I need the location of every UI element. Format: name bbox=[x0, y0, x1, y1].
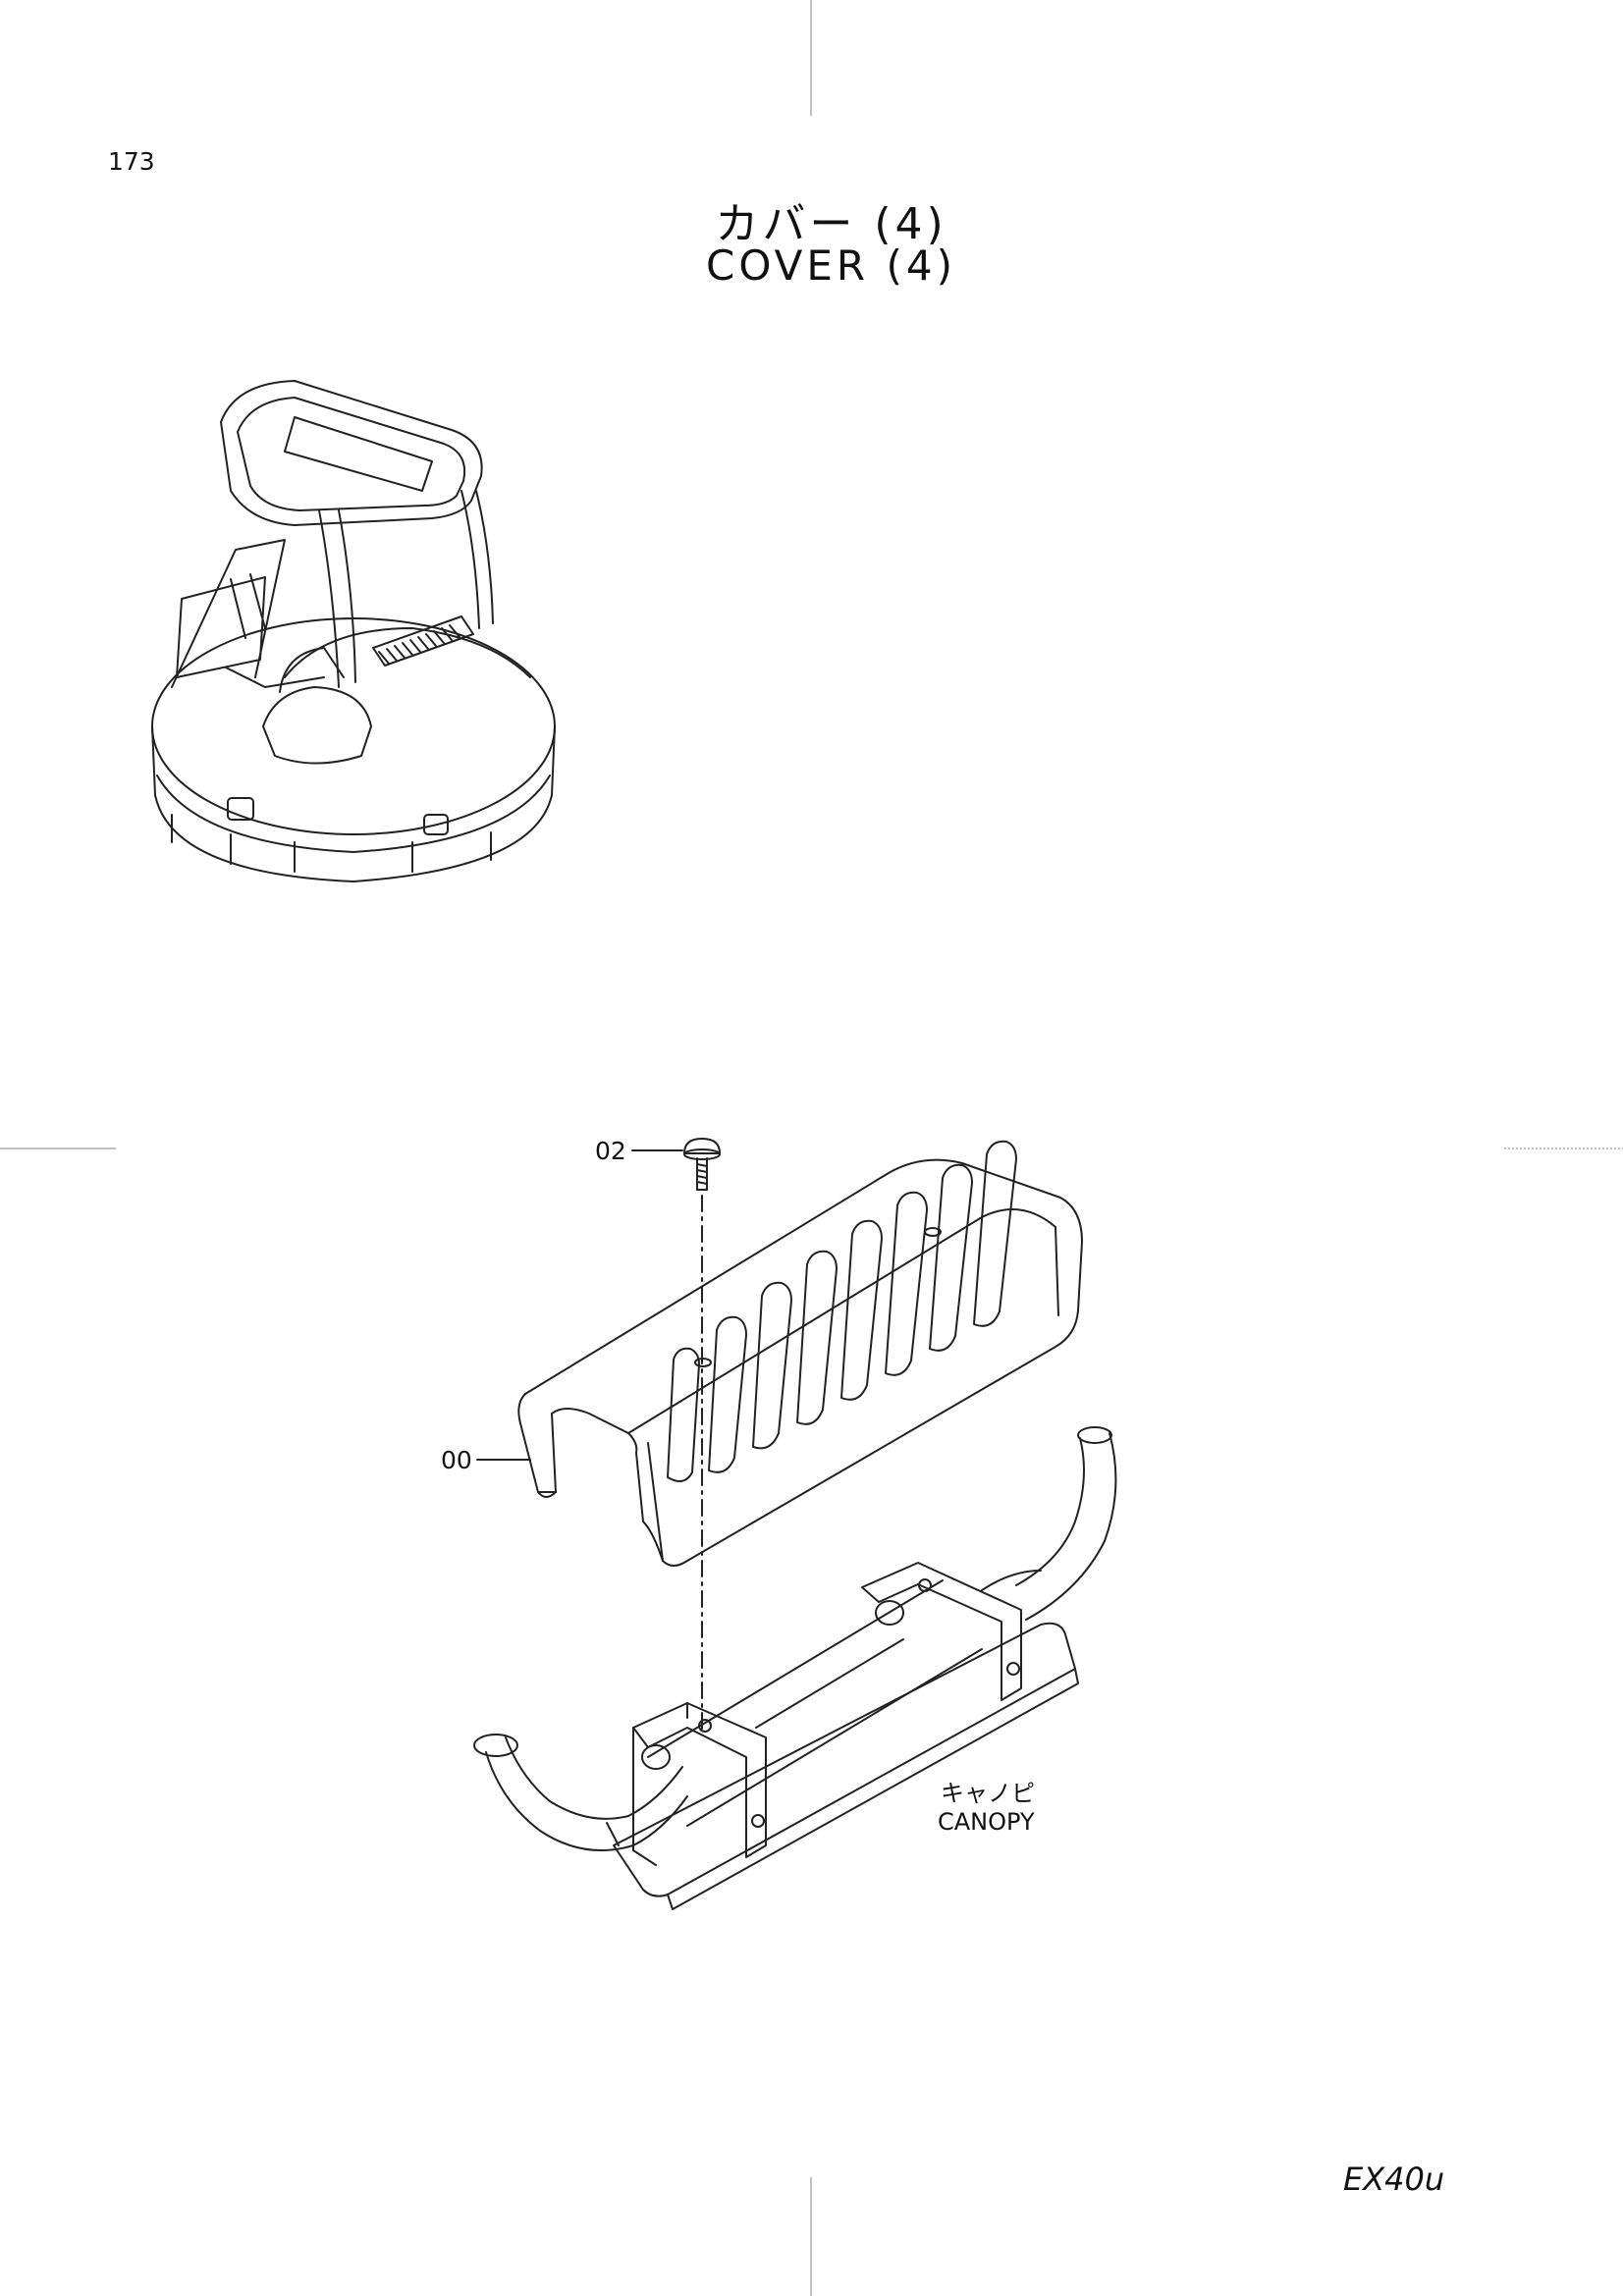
model-code: EX40u bbox=[1343, 2161, 1445, 2198]
callout-screw: 02 bbox=[595, 1137, 626, 1165]
muffler-part bbox=[473, 1426, 1117, 1910]
callout-cover: 00 bbox=[441, 1446, 472, 1474]
note-label-japanese: キャノピ bbox=[941, 1780, 1035, 1807]
page-number: 173 bbox=[108, 147, 155, 176]
screw-part bbox=[683, 1138, 721, 1191]
page-title-english: COVER (4) bbox=[706, 241, 956, 290]
cover-part bbox=[517, 1140, 1083, 1567]
note-label-english: CANOPY bbox=[938, 1808, 1035, 1836]
page-title-japanese: カバー (4) bbox=[715, 199, 947, 249]
